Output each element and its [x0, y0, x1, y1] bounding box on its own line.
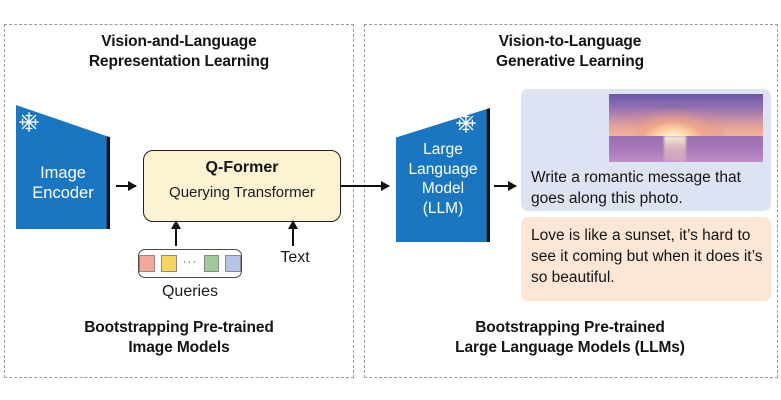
query-token-3	[203, 255, 220, 272]
query-token-4	[225, 255, 241, 272]
prompt-text: Write a romantic message that goes along…	[531, 169, 741, 207]
qformer-subtitle: Querying Transformer	[169, 184, 315, 201]
queries-token-box: ···	[138, 249, 242, 278]
snowflake-icon	[456, 113, 476, 133]
photo-sea	[609, 136, 763, 162]
photo-sun-reflection	[664, 136, 686, 162]
arrow-llm-to-output	[494, 181, 517, 191]
queries-ellipsis: ···	[182, 253, 198, 268]
arrow-queries-to-qformer	[171, 220, 181, 246]
queries-label: Queries	[161, 283, 219, 300]
arrow-encoder-to-qformer	[116, 181, 137, 191]
right-panel-dashed-border	[364, 24, 778, 378]
snowflake-icon	[19, 112, 39, 132]
arrow-text-to-qformer	[288, 220, 298, 246]
sunset-photo	[609, 94, 763, 162]
query-token-2	[160, 255, 177, 272]
arrow-qformer-to-llm	[341, 181, 390, 191]
answer-text: Love is like a sunset, it’s hard to see …	[531, 227, 763, 286]
qformer-block: Q-Former Querying Transformer	[143, 150, 341, 222]
text-input-label: Text	[280, 249, 310, 266]
answer-bubble: Love is like a sunset, it’s hard to see …	[521, 217, 771, 301]
prompt-bubble: Write a romantic message that goes along…	[521, 89, 771, 211]
qformer-title: Q-Former	[205, 159, 279, 176]
query-token-1	[139, 255, 155, 272]
left-panel-dashed-border	[4, 24, 354, 378]
